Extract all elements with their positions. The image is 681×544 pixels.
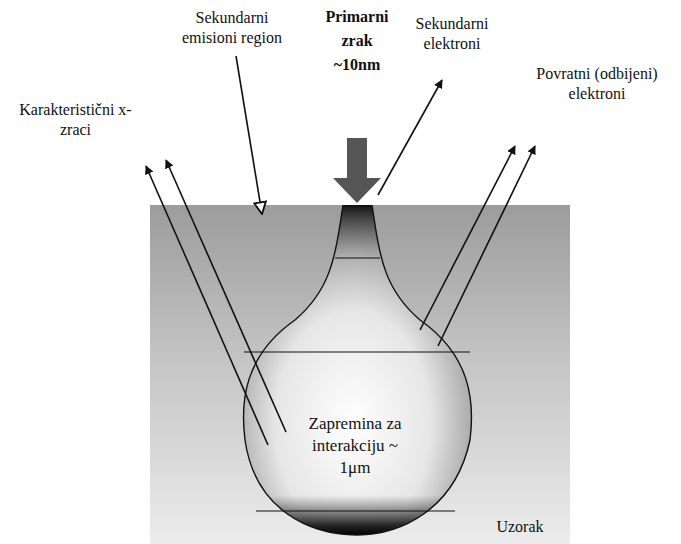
pear-outline [240,205,480,540]
zone-line [244,351,470,352]
zone-line [335,257,380,258]
secondary-label: Sekundarni elektroni [402,14,502,54]
beam-head [333,178,381,203]
interaction-volume: Zapremina za interakciju ~ 1μm [240,205,480,540]
beam-label: Primarni zrak ~10nm [317,5,397,77]
zone-line [256,510,455,511]
pear-fill [243,205,471,535]
backscatter-arrow [438,146,535,346]
sample-label: Uzorak [480,517,560,537]
xray-arrow [146,166,268,445]
region-label: Sekundarni emisioni region [172,8,292,48]
backscatter-label: Povratni (odbijeni) elektroni [522,64,672,104]
region-arrow [236,56,262,214]
pear-shade [243,205,471,535]
beam-shaft [347,138,367,180]
xray-arrow [166,160,286,432]
secondary-arrow [378,80,442,195]
backscatter-arrow [420,146,515,330]
xray-label: Karakteristični x-zraci [8,100,143,140]
sample-band: Uzorak Zapremina za interakciju ~ 1μm [150,205,570,544]
volume-label: Zapremina za interakciju ~ 1μm [300,413,410,479]
